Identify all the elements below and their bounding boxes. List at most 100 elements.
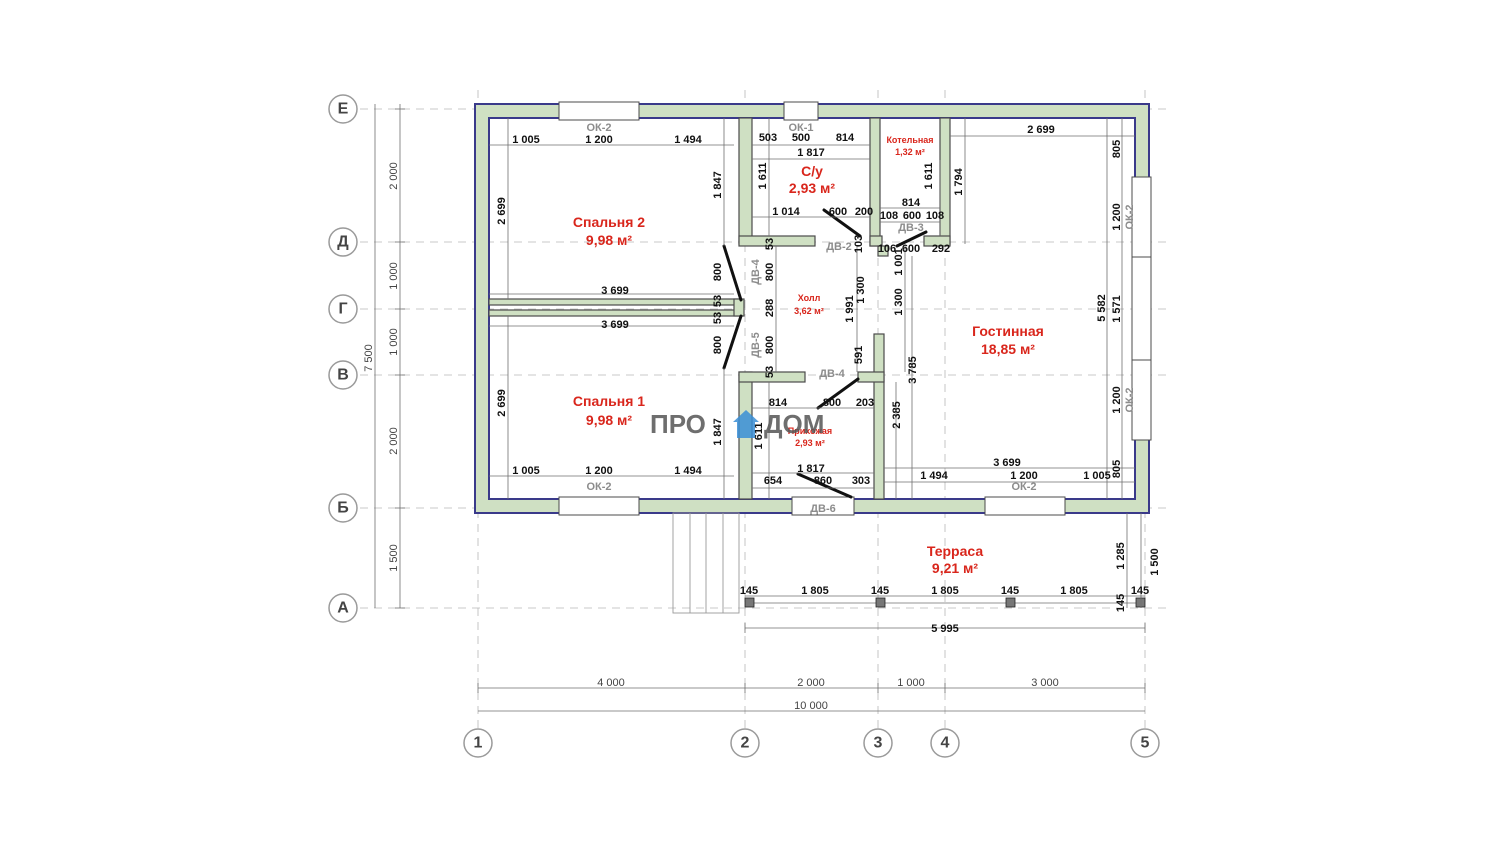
dim-text: 2 699 [1027, 124, 1055, 136]
dim-text: 288 [764, 299, 776, 317]
logo-text-right: ДОМ [764, 409, 824, 439]
terrace-stairs [672, 512, 740, 614]
dim-left-2: 1 000 [388, 262, 400, 290]
dim-text: 600 [903, 210, 921, 222]
dim-text: 1 300 [855, 276, 867, 304]
dim-bottom-4: 3 000 [1031, 677, 1059, 689]
dim-text: 2 699 [496, 197, 508, 225]
dim-text: 814 [902, 197, 921, 209]
dim-left-3: 1 000 [388, 328, 400, 356]
label-ok2-top-left: ОК-2 [586, 122, 611, 134]
axis-col-5: 5 [1130, 728, 1160, 758]
interior-dimension-lines [489, 118, 1135, 499]
axis-col-2: 2 [730, 728, 760, 758]
door-leaves [722, 208, 928, 499]
label-ok2-bottom-left: ОК-2 [586, 481, 611, 493]
axis-row-E: Е [328, 94, 358, 124]
dim-text: 203 [856, 397, 874, 409]
room-living-name: Гостинная [972, 323, 1044, 339]
axis-row-D: Д [328, 227, 358, 257]
room-bathroom-bottom-name: Прихожая [788, 426, 832, 436]
room-hall-name: Холл [798, 293, 821, 303]
room-bedroom1-name: Спальня 1 [573, 393, 645, 409]
dim-text: 1 805 [1060, 585, 1088, 597]
axis-row-label: В [337, 367, 349, 384]
dim-text: 53 [712, 295, 724, 307]
dim-text: 108 [926, 210, 944, 222]
dim-bottom-2: 2 000 [797, 677, 825, 689]
dim-text: 1 014 [772, 206, 800, 218]
terrace-post [1005, 597, 1016, 608]
axis-col-label: 4 [941, 735, 950, 752]
openings [558, 101, 1152, 516]
room-hall-area: 3,62 м² [794, 306, 824, 316]
dim-text: 1 005 [512, 465, 540, 477]
label-dv2: ДВ-2 [826, 241, 852, 253]
axis-col-label: 1 [474, 735, 483, 752]
dim-text: 108 [880, 210, 898, 222]
axis-col-label: 5 [1141, 735, 1150, 752]
axis-markers: Е Д Г В Б А 1 2 3 4 5 [328, 94, 1160, 758]
walls [474, 103, 1150, 514]
dim-text: 3 699 [601, 319, 629, 331]
axis-row-label: Г [338, 301, 347, 318]
dim-text: 5 582 [1096, 294, 1108, 322]
dim-text: 1 200 [1010, 470, 1038, 482]
label-dv5: ДВ-5 [750, 332, 762, 358]
dim-text: 1 611 [753, 423, 765, 450]
dim-text: 303 [852, 475, 870, 487]
axis-col-3: 3 [863, 728, 893, 758]
dim-bottom-total: 10 000 [794, 700, 828, 712]
dim-text: 1 991 [844, 295, 856, 323]
dim-text: 1 611 [923, 163, 935, 190]
label-ok2-right-bottom: ОК-2 [1124, 387, 1136, 412]
dim-text: 2 385 [891, 401, 903, 429]
opening-labels: ОК-2 ОК-1 ОК-2 ОК-2 ОК-2 ОК-2 ДВ-2 ДВ-3 … [586, 122, 1136, 515]
dim-text: 814 [836, 132, 855, 144]
room-bathroom-top-area: 2,93 м² [789, 180, 835, 196]
dim-text: 1 847 [712, 418, 724, 446]
dim-text: 1 817 [797, 147, 825, 159]
dim-text: 600 [902, 243, 920, 255]
dim-text: 1 571 [1111, 295, 1123, 323]
axis-row-label: А [337, 600, 349, 617]
room-boiler-area: 1,32 м² [895, 147, 925, 157]
terrace [672, 512, 1146, 633]
room-terrace-area: 9,21 м² [932, 560, 978, 576]
dim-text: 805 [1111, 140, 1123, 158]
dim-left-4: 2 000 [388, 427, 400, 455]
bottom-exterior-dimensions: 4 000 2 000 1 000 3 000 10 000 [477, 677, 1146, 712]
dim-text: 1 200 [585, 134, 613, 146]
dim-text: 3 699 [993, 457, 1021, 469]
room-living-area: 18,85 м² [981, 341, 1035, 357]
dim-text: 145 [871, 585, 889, 597]
dim-text: 53 [712, 312, 724, 324]
axis-col-label: 2 [741, 735, 750, 752]
dim-text: 1 200 [1111, 203, 1123, 231]
dim-text: 1 005 [512, 134, 540, 146]
dim-text: 1 611 [757, 163, 769, 190]
terrace-post [1135, 597, 1146, 608]
dim-text: 1 001 [893, 248, 905, 276]
dim-text: 600 [829, 206, 847, 218]
dim-text: 1 494 [920, 470, 948, 482]
dim-text: 805 [1111, 460, 1123, 478]
dim-text: 106 [878, 243, 896, 255]
axis-row-label: Е [338, 101, 349, 118]
dim-text: 591 [853, 346, 865, 364]
axis-row-A: А [328, 593, 358, 623]
dim-text: 292 [932, 243, 950, 255]
dim-text: 1 200 [585, 465, 613, 477]
house-icon [733, 410, 759, 438]
label-ok2-bottom-right: ОК-2 [1011, 481, 1036, 493]
dim-left-5: 1 500 [388, 544, 400, 572]
axis-row-G: Г [328, 294, 358, 324]
dim-bottom-3: 1 000 [897, 677, 925, 689]
dim-text: 503 [759, 132, 777, 144]
label-ok1-top: ОК-1 [788, 122, 813, 134]
room-bedroom2-name: Спальня 2 [573, 214, 645, 230]
dim-text: 800 [764, 336, 776, 354]
dim-bottom-1: 4 000 [597, 677, 625, 689]
dim-text: 103 [853, 235, 865, 253]
